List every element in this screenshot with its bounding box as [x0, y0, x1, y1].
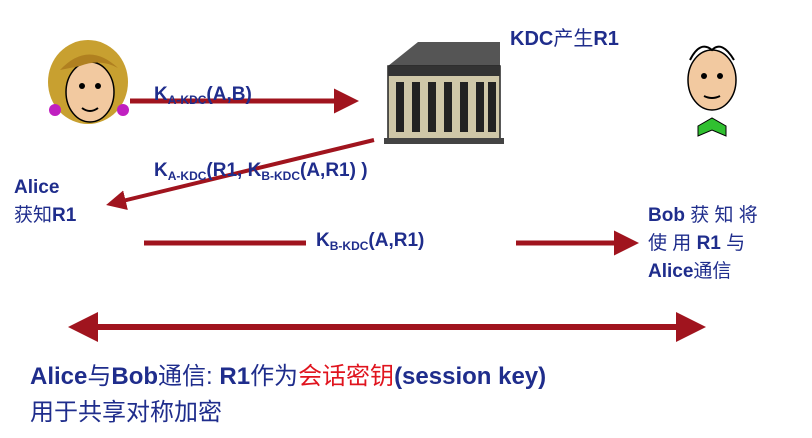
bob-line3-rest: 通信	[693, 261, 732, 282]
alice-learn: 获知	[14, 205, 53, 226]
msg1-k: K	[154, 84, 168, 105]
bob-line2-r: R1	[696, 233, 721, 254]
bottom-bob: Bob	[111, 363, 159, 390]
kdc-building-icon	[384, 42, 504, 144]
msg2-k: K	[154, 160, 168, 181]
msg3-label: KB-KDC(A,R1)	[316, 230, 424, 253]
alice-name: Alice	[14, 177, 60, 198]
bottom-comm: 通信:	[158, 363, 220, 390]
msg3-k: K	[316, 230, 330, 251]
bob-line1-rest: 获 知 将	[684, 205, 758, 226]
kdc-title-suffix: 产生	[553, 28, 594, 50]
alice-label: Alice 获知R1	[14, 174, 76, 230]
msg1-label: KA-KDC(A,B)	[154, 84, 252, 107]
kdc-title-r: R1	[593, 28, 619, 50]
bottom-line1: Alice与Bob通信: R1作为会话密钥(session key)	[30, 356, 546, 391]
msg3-args: (A,R1)	[368, 230, 425, 251]
bob-line3-name: Alice	[648, 261, 694, 282]
bob-label: Bob 获 知 将 使 用 R1 与 Alice通信	[648, 202, 758, 286]
kdc-title: KDC产生R1	[510, 22, 619, 51]
msg2-label: KA-KDC(R1, KB-KDC(A,R1) )	[154, 160, 368, 183]
session-key-cn: 会话密钥	[298, 363, 395, 390]
bottom-alice: Alice	[30, 363, 88, 390]
msg2-open: (R1,	[206, 160, 248, 181]
bottom-line2: 用于共享对称加密	[30, 399, 222, 426]
session-key-en: (session key)	[394, 363, 547, 390]
alice-r: R1	[52, 205, 77, 226]
bob-line2-a: 使 用	[648, 233, 697, 254]
alice-figure-icon	[48, 40, 129, 124]
msg2-sub2: B-KDC	[261, 169, 300, 183]
msg2-k2: K	[247, 160, 262, 181]
bob-figure-icon	[687, 45, 737, 137]
msg1-args: (A,B)	[206, 84, 252, 105]
msg2-close: (A,R1) )	[300, 160, 368, 181]
bottom-with: 与	[87, 363, 112, 390]
bob-name: Bob	[648, 205, 685, 226]
msg1-sub: A-KDC	[167, 93, 207, 107]
bob-line2-b: 与	[720, 233, 746, 254]
msg2-sub: A-KDC	[167, 169, 207, 183]
bottom-as: 作为	[250, 363, 299, 390]
bottom-r: R1	[219, 363, 251, 390]
arrow-kdc-to-alice	[106, 138, 375, 210]
msg3-sub: B-KDC	[329, 239, 369, 253]
kdc-title-prefix: KDC	[510, 28, 554, 50]
